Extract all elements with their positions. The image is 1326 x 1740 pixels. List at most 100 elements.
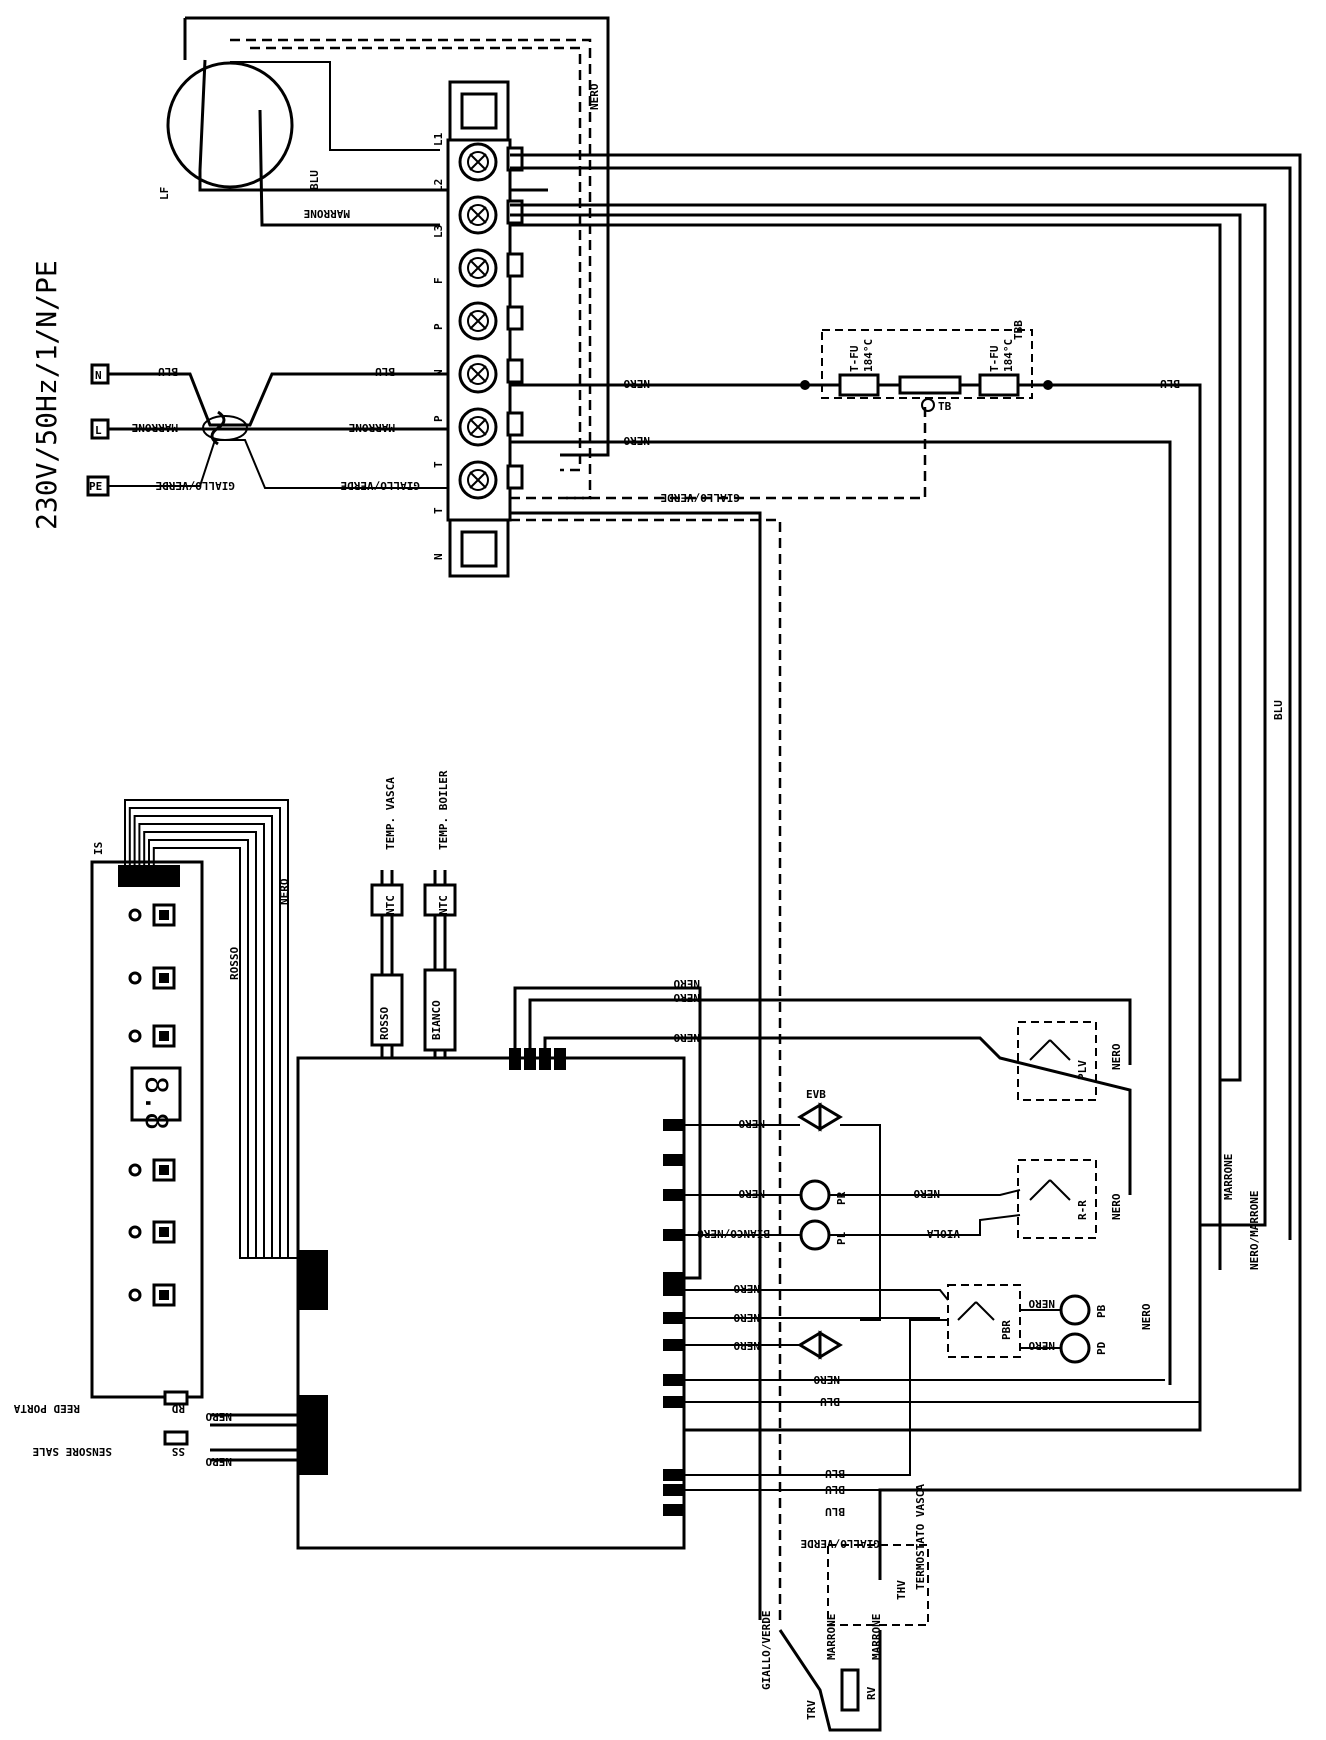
tb-label: TB bbox=[938, 400, 952, 413]
terminal-block-label: P bbox=[432, 323, 445, 330]
nero-mid-3: NERO bbox=[733, 1339, 760, 1352]
nero-label-top: NERO bbox=[588, 83, 601, 110]
gv-bottom: GIALLO/VERDE bbox=[760, 1611, 773, 1690]
pcb-pin bbox=[663, 1312, 685, 1324]
valve-icon-ev bbox=[797, 1102, 843, 1132]
relay-icon-pbr bbox=[957, 1301, 995, 1321]
gv-label-mains: GIALLO/VERDE bbox=[156, 479, 235, 492]
pd-label: PD bbox=[1095, 1341, 1108, 1355]
led-indicator-icon bbox=[128, 966, 176, 990]
terminal-block-label: T bbox=[432, 461, 445, 468]
terminal-screw-icon bbox=[458, 354, 524, 394]
pcb-pin bbox=[663, 1154, 685, 1166]
nero-pcb-2: NERO bbox=[673, 991, 700, 1004]
marrone-label-top: MARRONE bbox=[304, 207, 350, 220]
temp-boiler-label: TEMP. BOILER bbox=[437, 770, 450, 850]
terminal-screw-icon bbox=[458, 248, 524, 288]
ntc-boiler bbox=[423, 883, 457, 917]
ntc-boiler-label: NTC bbox=[437, 895, 450, 915]
seven-seg-display bbox=[130, 1066, 182, 1122]
terminal-screw-icon bbox=[458, 407, 524, 447]
main-pcb bbox=[296, 1056, 686, 1550]
mains-input: N L PE BLU MARRONE GIALLO/VERDE BLU MARR… bbox=[86, 363, 448, 497]
temp-tank-label: TEMP. VASCA bbox=[384, 777, 397, 850]
pcb-pin bbox=[663, 1189, 685, 1201]
nero-relay-2: NERO bbox=[1110, 1193, 1123, 1220]
relays: PLV R-R PBR bbox=[947, 1021, 1097, 1358]
pcb-pin bbox=[554, 1048, 566, 1070]
trv-label: TRV bbox=[805, 1700, 818, 1720]
terminal-pe-label: PE bbox=[89, 480, 102, 493]
display-value: 8.8 bbox=[138, 1076, 173, 1130]
fuse-resistor bbox=[898, 375, 962, 395]
tank-thermostat-label: TERMOSTATO VASCA bbox=[914, 1484, 927, 1590]
led-indicator-icon bbox=[128, 1024, 176, 1048]
relay-rr bbox=[1017, 1159, 1097, 1239]
blu-low-3: BLU bbox=[825, 1505, 845, 1518]
nero-motor-ext: NERO bbox=[1140, 1303, 1153, 1330]
nero-pcb-1: NERO bbox=[673, 977, 700, 990]
relay-rr-label: R-R bbox=[1076, 1200, 1089, 1220]
blu-label-vert: BLU bbox=[1272, 700, 1285, 720]
thv-label: THV bbox=[895, 1580, 908, 1600]
blu-label-mains2: BLU bbox=[375, 365, 395, 378]
gv-label-3: GIALLO/VERDE bbox=[661, 491, 740, 504]
trv-resistor bbox=[840, 1668, 860, 1712]
blu-label-top: BLU bbox=[308, 170, 321, 190]
pcb-pin bbox=[663, 1284, 685, 1296]
pcb-pin bbox=[539, 1048, 551, 1070]
terminal-screw-icon bbox=[458, 460, 524, 500]
blu-low-2: BLU bbox=[825, 1483, 845, 1496]
motor-icon-pr bbox=[799, 1179, 831, 1211]
fuse-1-label: T-FU bbox=[848, 345, 861, 372]
pr-label: PR bbox=[835, 1191, 848, 1205]
motor-icon-pl bbox=[799, 1219, 831, 1251]
pcb-pin bbox=[663, 1229, 685, 1241]
nero-pcb-6: NERO bbox=[913, 1187, 940, 1200]
pcb-pin bbox=[663, 1504, 685, 1516]
bianco-probe-boiler: BIANCO bbox=[430, 1000, 443, 1040]
marrone-pcb: MARRONE bbox=[1222, 1154, 1235, 1200]
nero-label-1: NERO bbox=[623, 377, 650, 390]
rosso-probe-tank: ROSSO bbox=[378, 1007, 391, 1040]
fuse-1-temp: 184°C bbox=[862, 339, 875, 372]
relay-icon-plv bbox=[1029, 1039, 1071, 1061]
sensors: REED PORTA RD NERO SENSORE SALE SS NERO bbox=[13, 1390, 298, 1468]
nero-label-ribbon: NERO bbox=[278, 878, 291, 905]
nero-marrone: NERO/MARRONE bbox=[1248, 1191, 1261, 1270]
blu-low-1: BLU bbox=[825, 1467, 845, 1480]
nero-mid-1: NERO bbox=[733, 1282, 760, 1295]
nero-label-2: NERO bbox=[623, 434, 650, 447]
salt-label: SENSORE SALE bbox=[33, 1445, 112, 1458]
terminal-block-label: L3 bbox=[432, 225, 445, 238]
ev-label: EVB bbox=[806, 1088, 826, 1101]
blu-label-right: BLU bbox=[1160, 377, 1180, 390]
lf-connector bbox=[166, 61, 294, 189]
terminal-block-label: F bbox=[432, 277, 445, 284]
led-indicator-icon bbox=[128, 1283, 176, 1307]
terminal-block-label: T bbox=[432, 507, 445, 514]
fuse-2-label: T-FU bbox=[988, 345, 1001, 372]
nero-mid-4: NERO bbox=[813, 1373, 840, 1386]
relay-plv-label: PLV bbox=[1076, 1060, 1089, 1080]
terminal-screw-icon bbox=[458, 195, 524, 235]
marrone-label-mains: MARRONE bbox=[132, 421, 178, 434]
led-indicator-icon bbox=[128, 903, 176, 927]
terminal-block-label: N bbox=[432, 553, 445, 560]
terminal-block-label: P bbox=[432, 415, 445, 422]
ntc-tank-label: NTC bbox=[384, 895, 397, 915]
thermal-fuses: T-FU 184°C T-FU 184°C TB TBB bbox=[800, 320, 1053, 413]
led-indicator-icon bbox=[128, 1158, 176, 1182]
fuse-icon-2 bbox=[978, 373, 1020, 397]
pcb-pin bbox=[524, 1048, 536, 1070]
valve-icon-2 bbox=[797, 1330, 843, 1360]
pcb-pin bbox=[663, 1119, 685, 1131]
led-indicator-icon bbox=[128, 1220, 176, 1244]
actuators: EVB PR PL PB PD bbox=[797, 1088, 1108, 1364]
board-wiring: NERO NERO NERO NERO NERO BIANCO/NERO VIO… bbox=[513, 977, 1300, 1518]
lf-label: LF bbox=[158, 187, 171, 200]
terminal-block-label: L1 bbox=[432, 132, 445, 146]
nero-pb: NERO bbox=[1028, 1297, 1055, 1310]
rv-label: RV bbox=[865, 1686, 878, 1700]
